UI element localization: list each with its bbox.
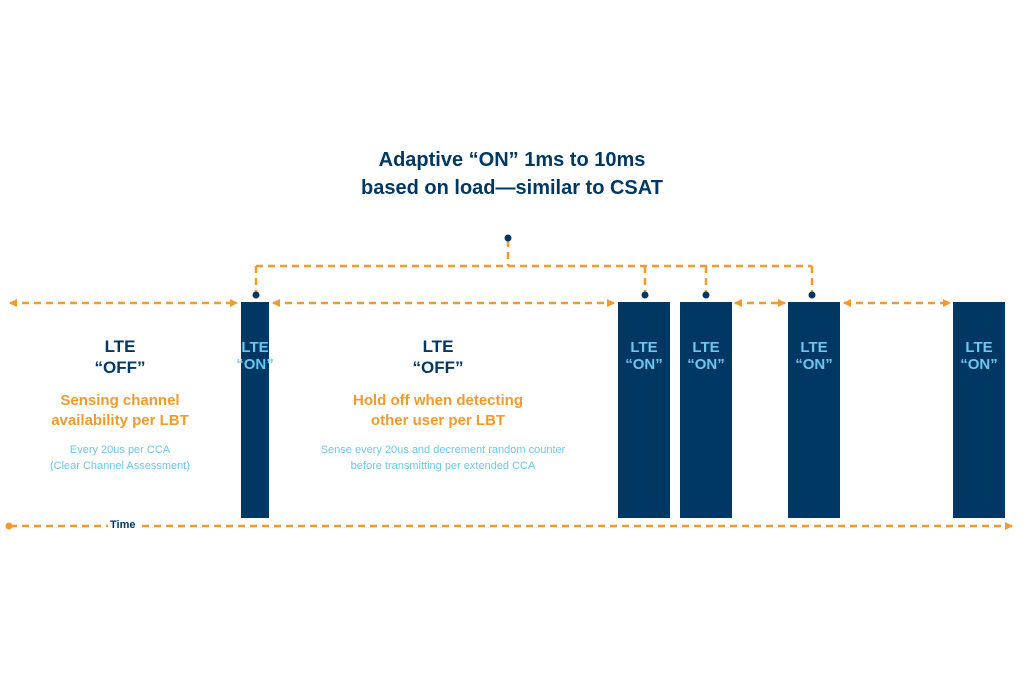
bracket-dots bbox=[252, 234, 816, 299]
off-desc-2: Hold off when detecting other user per L… bbox=[353, 392, 523, 429]
adaptive-on-bracket bbox=[254, 240, 814, 294]
lte-on-bar-2 bbox=[618, 302, 670, 518]
title-line-1: Adaptive “ON” 1ms to 10ms bbox=[378, 149, 646, 171]
lte-on-bar-1 bbox=[241, 302, 269, 518]
bracket-dot-1 bbox=[252, 291, 260, 299]
lte-on-label-1: LTE “ON” bbox=[236, 339, 274, 373]
lte-off-label-1: LTE “OFF” bbox=[94, 337, 146, 377]
lte-on-label-4: LTE “ON” bbox=[795, 339, 833, 373]
lte-on-label-2: LTE “ON” bbox=[625, 339, 663, 373]
lte-on-bar-5 bbox=[953, 302, 1005, 518]
time-axis-label: Time bbox=[108, 519, 138, 531]
title-line-2: based on load—similar to CSAT bbox=[361, 177, 663, 199]
lte-on-label-3: LTE “ON” bbox=[687, 339, 725, 373]
time-axis-origin-dot bbox=[5, 522, 13, 530]
lte-off-label-2: LTE “OFF” bbox=[412, 337, 464, 377]
off-note-1: Every 20us per CCA (Clear Channel Assess… bbox=[49, 444, 190, 472]
off-note-2: Sense every 20us and decrement random co… bbox=[320, 444, 566, 472]
bracket-dot-2 bbox=[641, 291, 649, 299]
bracket-top-dot bbox=[504, 234, 512, 242]
lte-on-bar-3 bbox=[680, 302, 732, 518]
bracket-dot-3 bbox=[702, 291, 710, 299]
diagram-title: Adaptive “ON” 1ms to 10ms based on load—… bbox=[312, 146, 712, 202]
off-desc-1: Sensing channel availability per LBT bbox=[51, 392, 189, 429]
bracket-dot-4 bbox=[808, 291, 816, 299]
lte-on-bar-4 bbox=[788, 302, 840, 518]
lte-on-label-5: LTE “ON” bbox=[960, 339, 998, 373]
